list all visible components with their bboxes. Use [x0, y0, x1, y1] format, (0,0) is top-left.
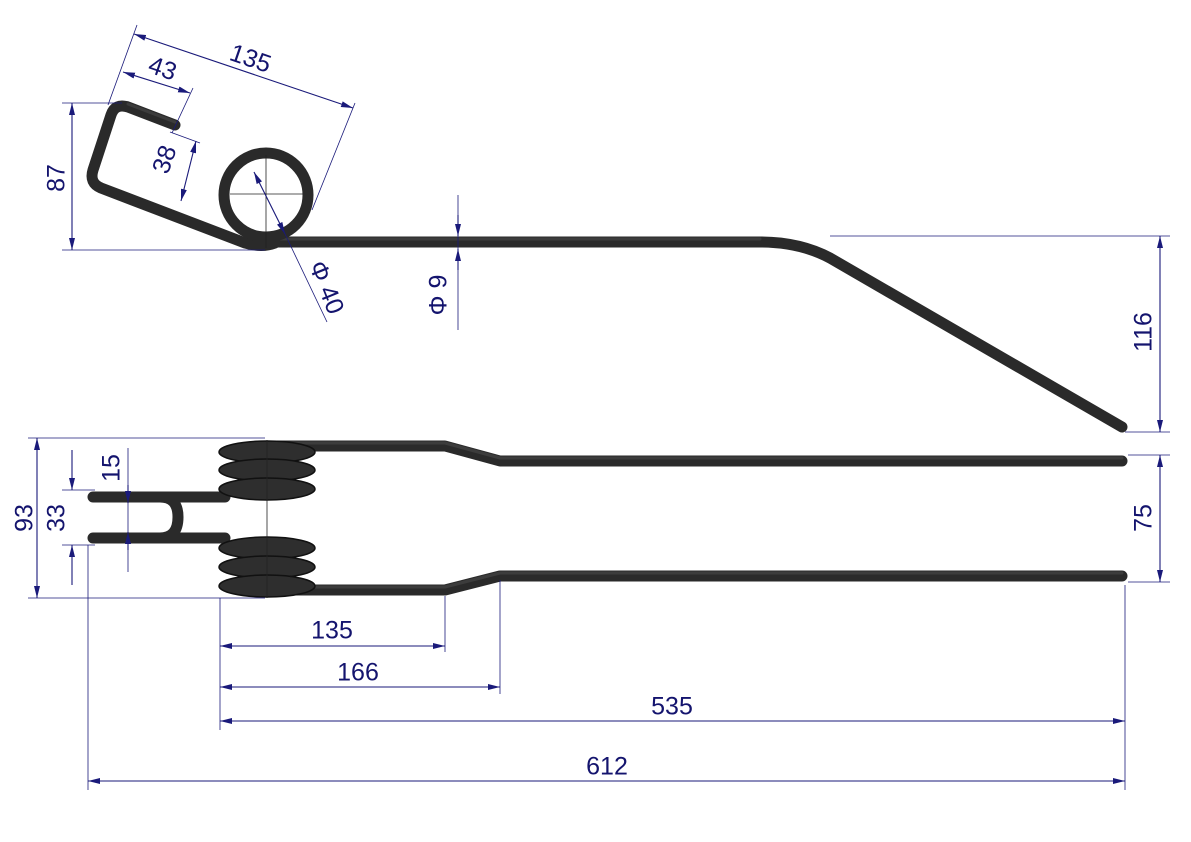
dim-overall-angle: 135 — [226, 39, 275, 79]
dim-loop-diameter: Φ 40 — [303, 257, 349, 318]
dim-u-width: 15 — [98, 454, 126, 482]
dim-bend-start: 135 — [311, 617, 353, 645]
dim-overall-width: 93 — [11, 504, 39, 532]
dim-hook-length: 43 — [145, 51, 180, 87]
dim-tip-drop: 116 — [1130, 312, 1158, 352]
top-view-tine — [86, 100, 1128, 433]
front-view-dimensions: 93 33 15 75 135 166 535 612 — [11, 437, 1170, 790]
dim-bend-end: 166 — [337, 659, 379, 687]
front-view-tine — [87, 440, 1128, 598]
dim-wire-diameter: Φ 9 — [425, 275, 453, 316]
dim-tine-length: 535 — [651, 693, 693, 721]
dim-inner-gap: 33 — [43, 504, 71, 532]
dim-hook-offset: 38 — [147, 142, 183, 177]
dim-overall-length: 612 — [586, 753, 628, 781]
dim-tine-spacing: 75 — [1130, 504, 1158, 532]
dim-hook-height: 87 — [43, 164, 71, 192]
